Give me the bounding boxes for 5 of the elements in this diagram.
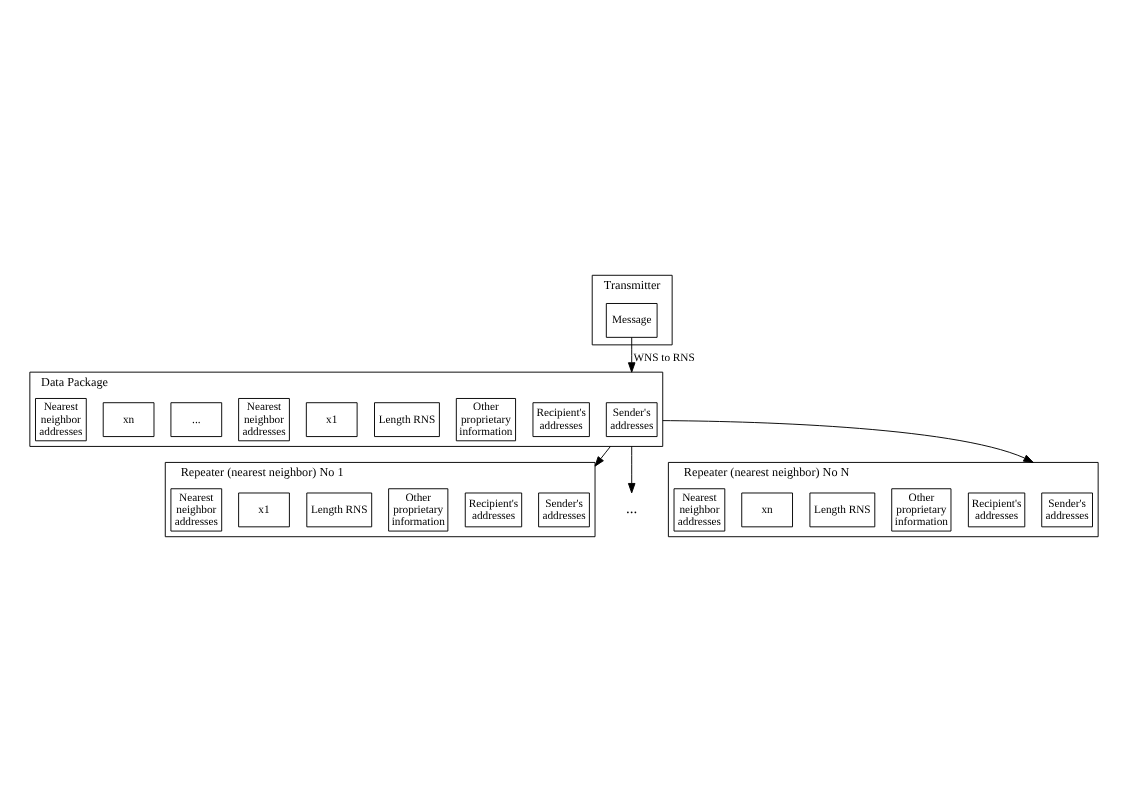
arrow [627,445,636,494]
arrow [627,336,636,373]
arrow [662,420,1034,463]
node-text: ... [626,499,638,518]
arrow [594,445,611,467]
